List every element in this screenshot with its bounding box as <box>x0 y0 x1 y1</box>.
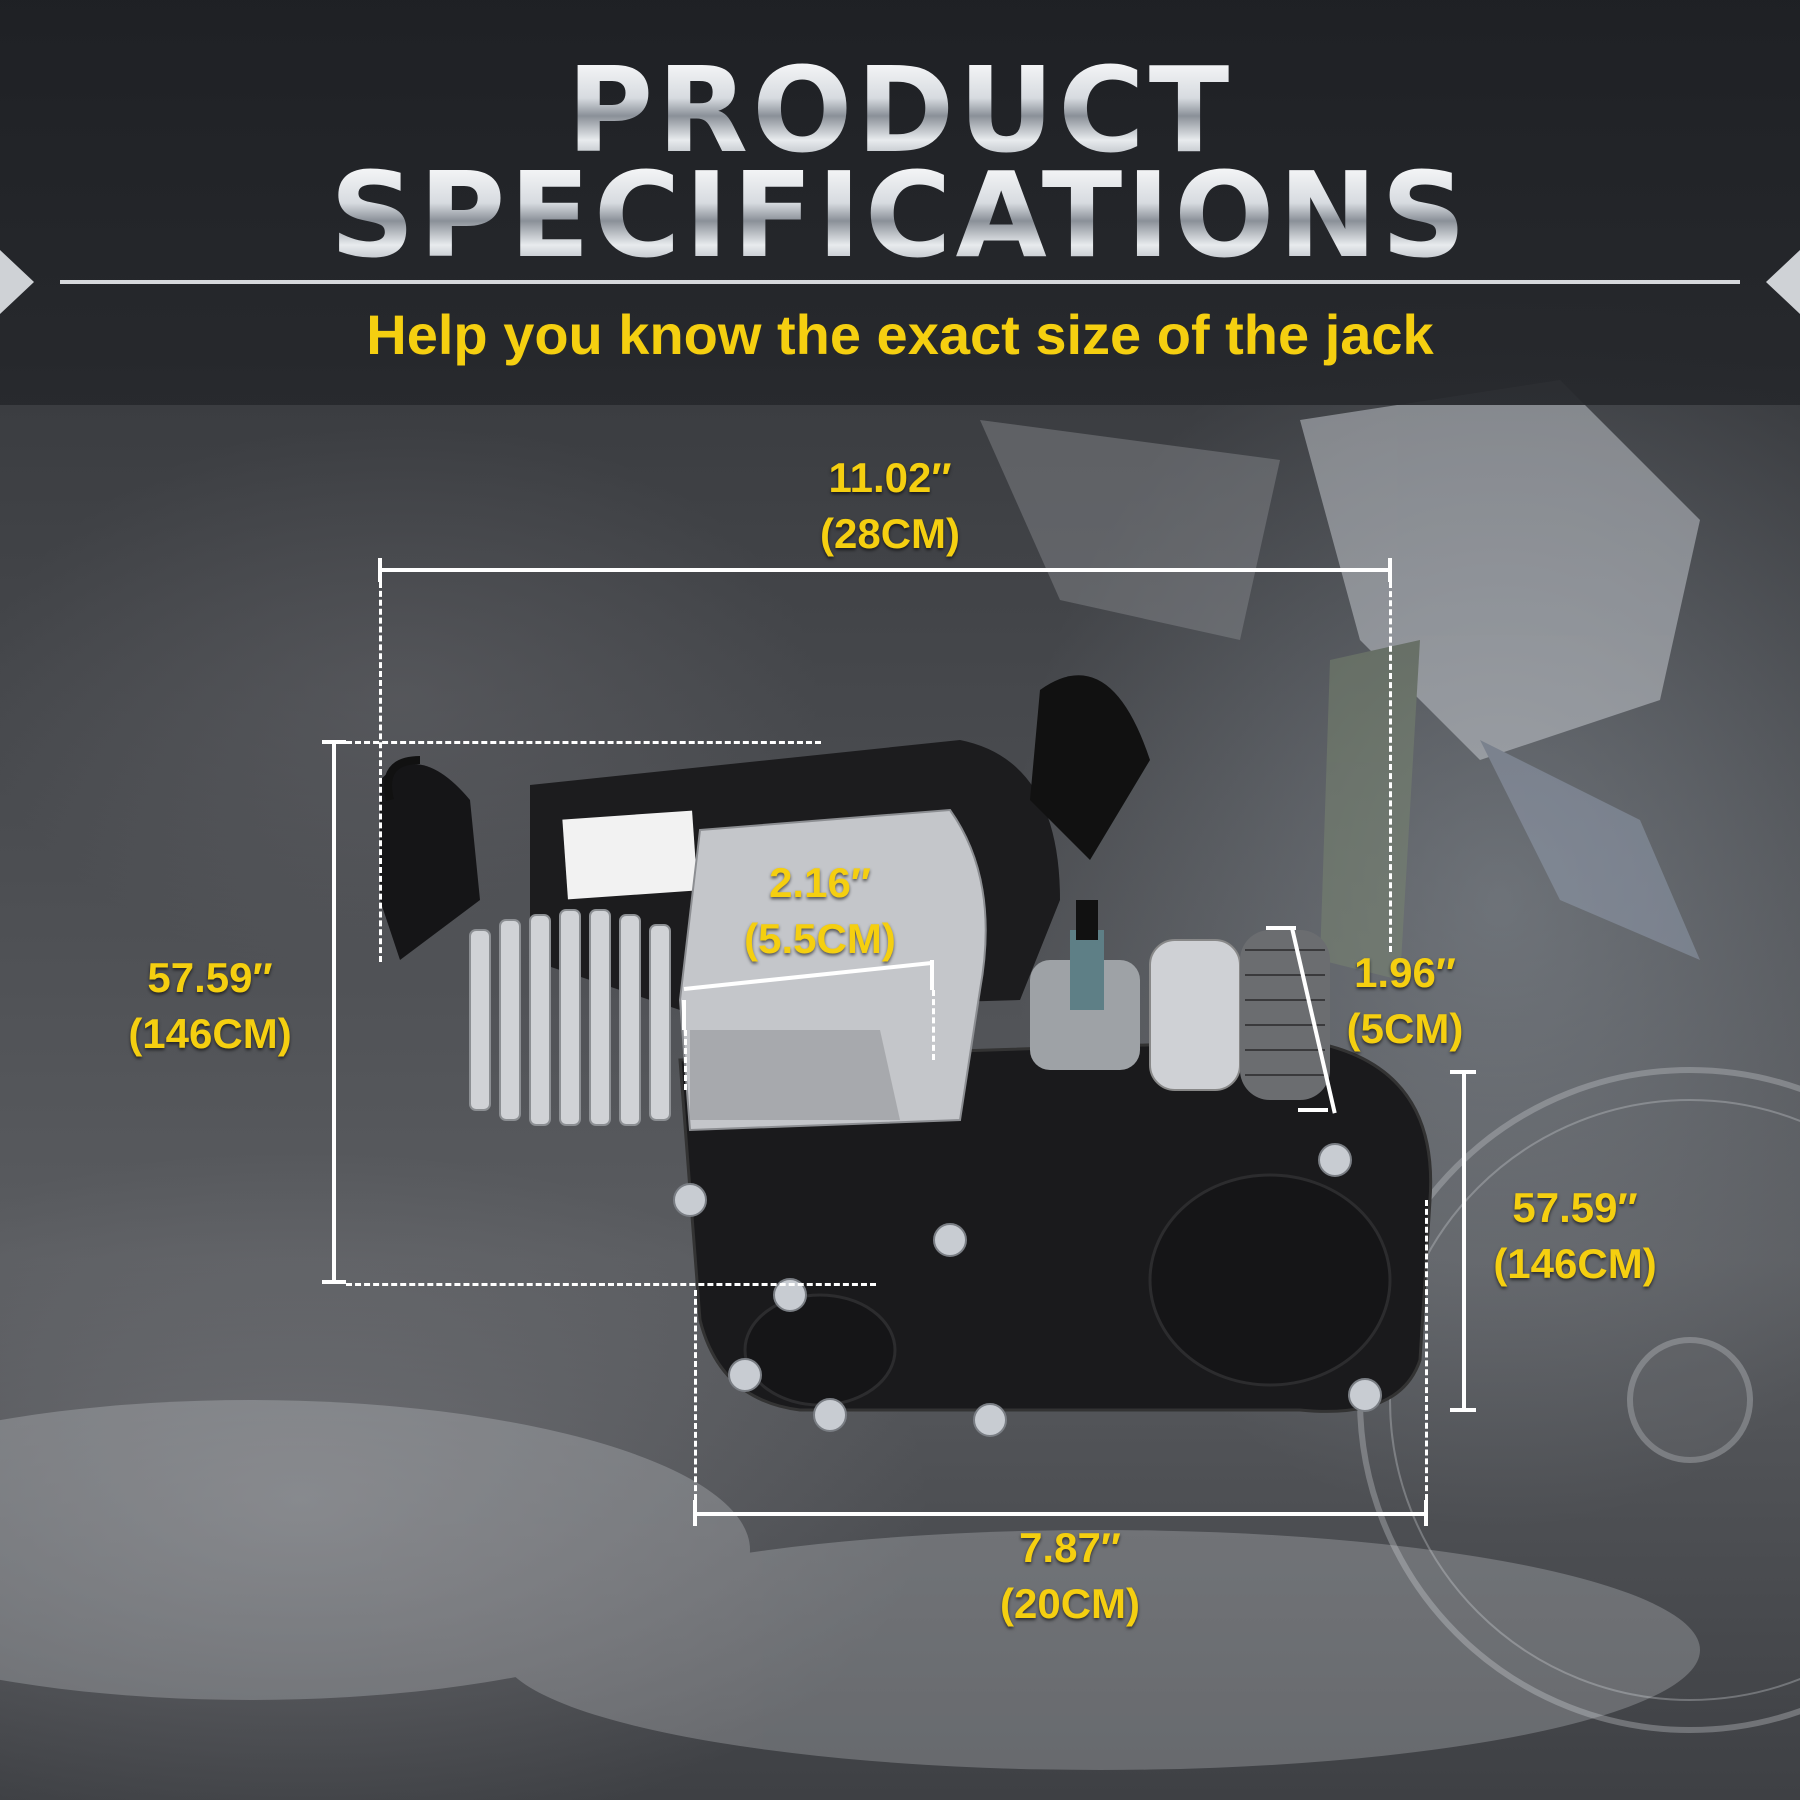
left-height-tick-bottom <box>322 1280 346 1284</box>
cylinder-width-cm: (5.5CM) <box>744 915 896 962</box>
air-filter-width-cm: (5CM) <box>1346 1005 1464 1052</box>
cylinder-width-inch: 2.16″ <box>769 859 871 906</box>
right-height-inch: 57.59″ <box>1512 1184 1638 1231</box>
top-width-guide-left <box>379 582 382 962</box>
bottom-width-guide-right <box>1425 1200 1428 1500</box>
bottom-width-tick-right <box>1424 1500 1428 1526</box>
right-arrow-icon <box>1766 250 1800 314</box>
bottom-width-line <box>693 1512 1427 1516</box>
top-width-line <box>378 568 1392 572</box>
bottom-width-inch: 7.87″ <box>1019 1524 1121 1571</box>
top-width-inch: 11.02″ <box>828 454 952 501</box>
top-width-tick-right <box>1388 558 1392 582</box>
cylinder-width-tick-left <box>682 1000 686 1030</box>
left-height-label: 57.59″ (146CM) <box>100 950 320 1062</box>
air-filter-width-tick-bottom <box>1298 1108 1328 1112</box>
cylinder-width-guide-left <box>684 1030 687 1090</box>
left-height-line <box>332 740 336 1282</box>
page-title-line-1: PRODUCT <box>0 50 1800 170</box>
top-width-label: 11.02″ (28CM) <box>730 450 1050 562</box>
left-arrow-icon <box>0 250 34 314</box>
top-width-cm: (28CM) <box>819 510 960 557</box>
header-band <box>0 0 1800 405</box>
top-width-guide-right <box>1389 582 1392 952</box>
right-height-cm: (146CM) <box>1493 1240 1657 1287</box>
right-height-label: 57.59″ (146CM) <box>1465 1180 1685 1292</box>
right-height-line <box>1462 1072 1466 1412</box>
top-width-tick-left <box>378 558 382 582</box>
right-height-tick-bottom <box>1450 1408 1476 1412</box>
air-filter-width-tick-top <box>1266 926 1296 930</box>
cylinder-width-guide-right <box>932 990 935 1060</box>
left-height-guide-top <box>346 741 821 744</box>
right-height-tick-top <box>1450 1070 1476 1074</box>
air-filter-width-label: 1.96″ (5CM) <box>1325 945 1485 1057</box>
bottom-width-guide-left <box>694 1290 697 1500</box>
cylinder-width-tick-right <box>930 960 934 990</box>
left-height-guide-bottom <box>346 1283 876 1286</box>
left-height-inch: 57.59″ <box>147 954 273 1001</box>
page-title-line-2: SPECIFICATIONS <box>0 155 1800 275</box>
air-filter-width-inch: 1.96″ <box>1354 949 1456 996</box>
header-divider <box>60 280 1740 284</box>
bottom-width-cm: (20CM) <box>999 1580 1140 1627</box>
left-height-tick-top <box>322 740 346 744</box>
page-subtitle: Help you know the exact size of the jack <box>366 303 1434 366</box>
bottom-width-label: 7.87″ (20CM) <box>940 1520 1200 1632</box>
cylinder-width-label: 2.16″ (5.5CM) <box>700 855 940 967</box>
bottom-width-tick-left <box>693 1500 697 1526</box>
left-height-cm: (146CM) <box>128 1010 292 1057</box>
